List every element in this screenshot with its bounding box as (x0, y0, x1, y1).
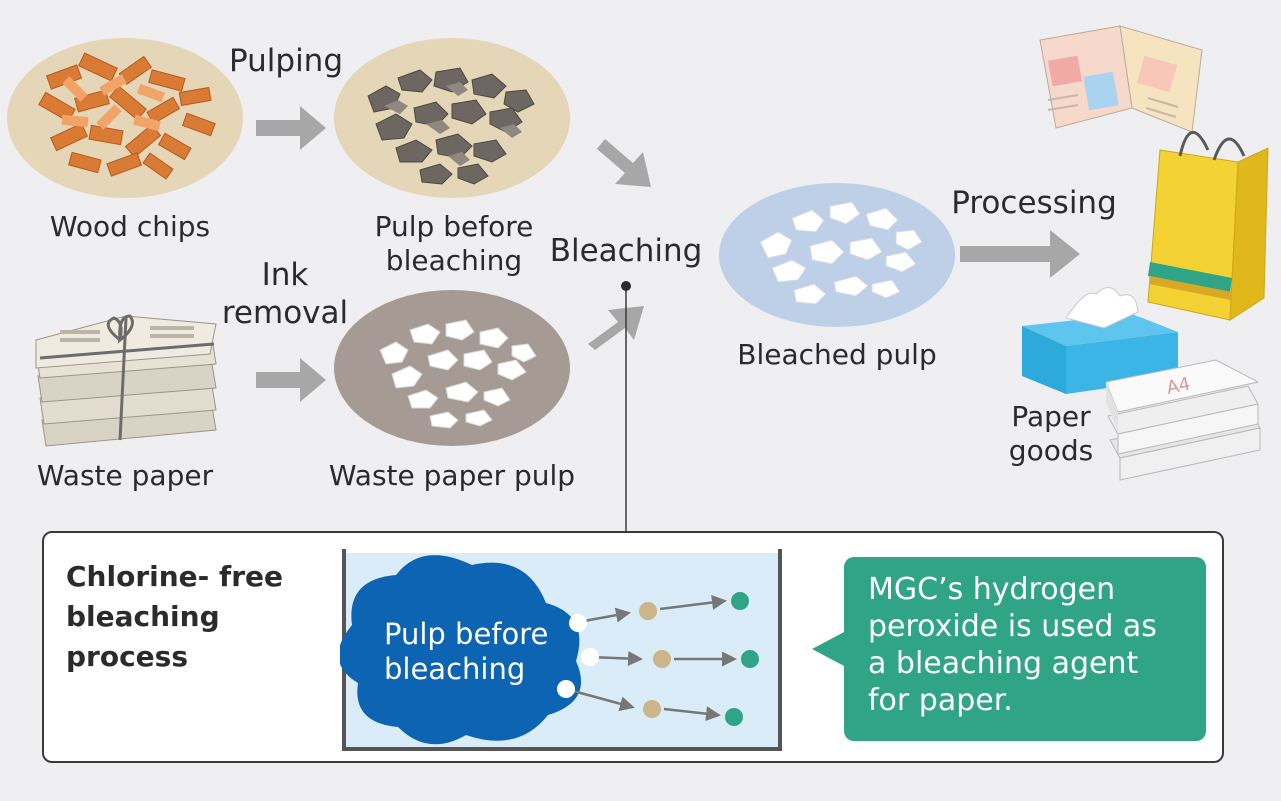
paper-goods-line1: Paper (1011, 400, 1091, 433)
paper-goods-image: A4 (1022, 25, 1269, 481)
arrow-pulping (256, 106, 326, 150)
paper-goods-line2: goods (1008, 434, 1094, 467)
callout-line3: a bleaching agent (868, 646, 1139, 681)
reacting-particle (653, 650, 671, 668)
step-pulping-label: Pulping (228, 43, 344, 79)
bleached-particle (725, 708, 743, 726)
arrow-processing (960, 230, 1080, 278)
callout-line1: MGC’s hydrogen (868, 572, 1116, 607)
pulp-cloud-label-line2: bleaching (384, 652, 526, 686)
item-bleached-pulp-label: Bleached pulp (737, 338, 937, 371)
pulp-particle (569, 614, 587, 632)
reacting-particle (639, 602, 657, 620)
pulp-particle (581, 648, 599, 666)
pulp-before-bleaching-line1: Pulp before (374, 210, 534, 243)
item-pulp-before-bleaching-label: Pulp before bleaching (354, 210, 554, 278)
item-waste-paper-pulp-label: Waste paper pulp (328, 459, 576, 492)
copy-paper-icon: A4 (1105, 359, 1261, 481)
bleached-particle (741, 650, 759, 668)
pulp-cloud-label-line1: Pulp before (384, 617, 549, 651)
flow-arrows (256, 106, 1080, 402)
particle-paths (565, 595, 737, 722)
callout-pointer (812, 631, 846, 667)
panel-title: Chlorine- free bleaching process (66, 557, 326, 677)
ink-removal-line2: removal (221, 295, 349, 331)
callout-line4: for paper. (868, 683, 1013, 718)
bleaching-connector (621, 281, 631, 532)
step-bleaching-label: Bleaching (549, 233, 703, 269)
panel-title-line2: bleaching (66, 600, 220, 633)
pulp-cloud-label: Pulp before bleaching (384, 617, 584, 687)
bleached-pulp-image (719, 183, 955, 327)
bleached-particle (731, 592, 749, 610)
arrow-to-bleaching-upper (596, 139, 651, 187)
tissue-box-icon (1022, 287, 1178, 394)
waste-paper-pulp-image (334, 290, 570, 446)
step-ink-removal-label: Ink removal (208, 256, 362, 332)
pulp-before-bleaching-line2: bleaching (385, 244, 523, 277)
item-paper-goods-label: Paper goods (996, 400, 1106, 468)
item-wood-chips-label: Wood chips (49, 210, 211, 243)
shopping-bag-icon (1147, 130, 1269, 321)
reacting-particle (643, 700, 661, 718)
pulp-before-bleaching-image (334, 38, 570, 198)
bleaching-tank-diagram (340, 549, 782, 751)
svg-text:A4: A4 (1165, 373, 1193, 398)
panel-title-line1: Chlorine- free (66, 560, 283, 593)
waste-paper-image (35, 314, 217, 447)
arrow-to-bleaching-lower (588, 306, 644, 350)
panel-title-line3: process (66, 640, 189, 673)
callout-line2: peroxide is used as (868, 609, 1157, 644)
chlorine-free-process-panel: Chlorine- free bleaching process P (42, 531, 1224, 763)
pulp-cloud (340, 555, 582, 745)
arrow-ink-removal (256, 358, 326, 402)
ink-removal-line1: Ink (261, 257, 309, 293)
hydrogen-peroxide-callout: MGC’s hydrogen peroxide is used as a ble… (812, 557, 1206, 741)
item-waste-paper-label: Waste paper (36, 459, 214, 492)
particles (557, 592, 759, 726)
step-processing-label: Processing (951, 185, 1117, 221)
pulp-particle (557, 680, 575, 698)
wood-chips-image (7, 38, 243, 198)
magazine-icon (1039, 25, 1203, 133)
